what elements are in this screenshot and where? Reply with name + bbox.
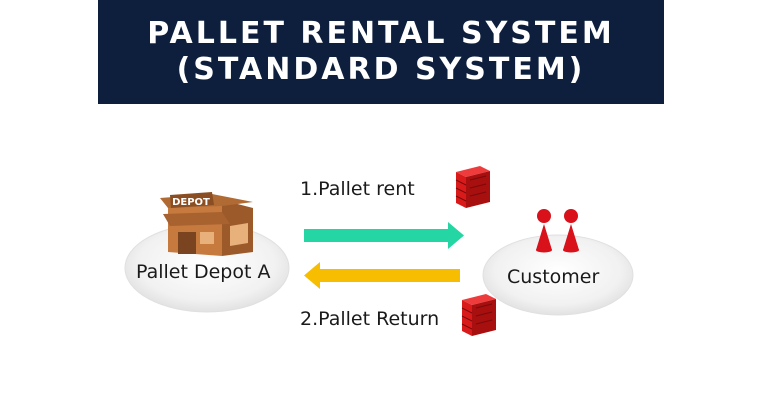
title-banner: PALLET RENTAL SYSTEM (STANDARD SYSTEM) xyxy=(98,0,664,104)
depot-sign-text: DEPOT xyxy=(172,197,210,208)
return-label: 2.Pallet Return xyxy=(300,308,440,330)
depot-label: Pallet Depot A xyxy=(136,261,271,283)
title-line-1: PALLET RENTAL SYSTEM xyxy=(147,16,615,51)
customer-platform xyxy=(482,234,634,316)
pallet-stack-icon xyxy=(461,294,496,336)
rent-arrow xyxy=(304,222,464,249)
rent-label: 1.Pallet rent xyxy=(300,178,415,200)
title-line-2: (STANDARD SYSTEM) xyxy=(176,52,586,87)
depot-building-icon: DEPOT xyxy=(160,192,253,256)
pallet-stack-icon xyxy=(455,166,490,208)
people-icon xyxy=(536,209,579,253)
customer-label: Customer xyxy=(507,266,600,288)
return-arrow xyxy=(304,262,460,289)
